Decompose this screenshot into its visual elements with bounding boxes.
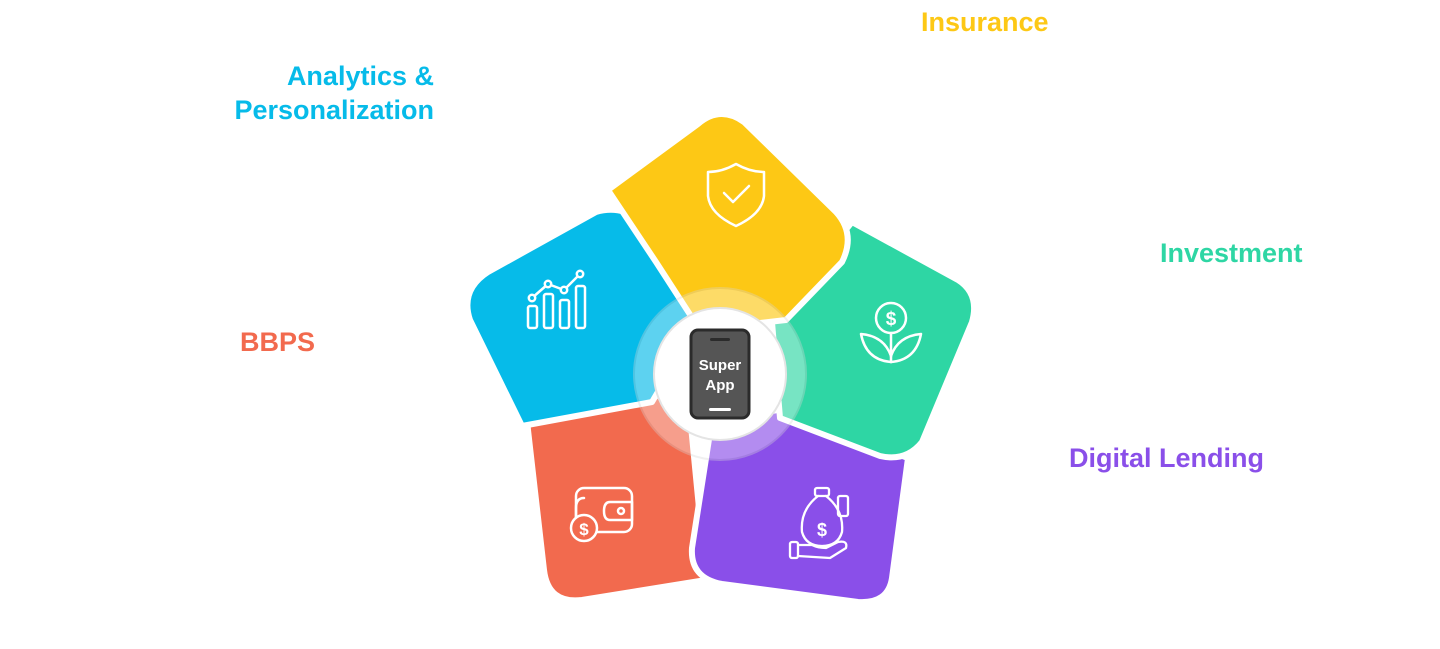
label-analytics-personalization: Analytics & Personalization xyxy=(200,59,434,127)
label-bbps: BBPS xyxy=(240,327,316,357)
center-title-line2: App xyxy=(705,377,734,394)
money-bag-hand-icon: $ xyxy=(788,486,850,560)
wallet-dollar-icon: $ xyxy=(569,486,634,543)
svg-text:$: $ xyxy=(817,520,827,540)
money-plant-icon: $ xyxy=(859,301,923,364)
phone-body xyxy=(689,328,751,420)
label-analytics-line2: Personalization xyxy=(234,95,434,125)
svg-text:$: $ xyxy=(886,309,897,330)
phone-speaker xyxy=(710,338,730,341)
center-title-line1: Super xyxy=(699,357,742,374)
phone-home-bar xyxy=(709,408,731,411)
label-investment: Investment xyxy=(1160,238,1303,268)
bar-chart-trend-icon xyxy=(526,269,587,330)
segment-analytics-shape xyxy=(464,206,703,429)
label-digital-lending: Digital Lending xyxy=(1069,443,1264,473)
segment-digital-lending xyxy=(688,407,911,606)
segment-analytics xyxy=(464,206,703,429)
svg-text:$: $ xyxy=(579,520,589,539)
segment-digital-lending-shape xyxy=(688,407,911,606)
center-hub: Super App xyxy=(633,287,807,461)
shield-check-icon xyxy=(706,162,766,228)
label-insurance: Insurance xyxy=(921,7,1049,37)
label-analytics-line1: Analytics & xyxy=(286,61,434,91)
